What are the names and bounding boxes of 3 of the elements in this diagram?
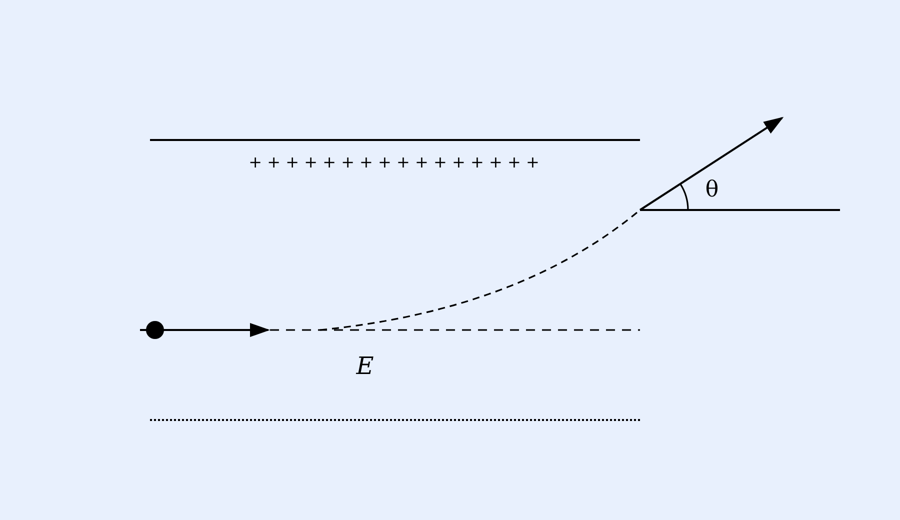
field-label: E: [356, 352, 374, 380]
charge-signs: + + + + + + + + + + + + + + + +: [248, 152, 540, 172]
angle-label: θ: [705, 178, 719, 202]
